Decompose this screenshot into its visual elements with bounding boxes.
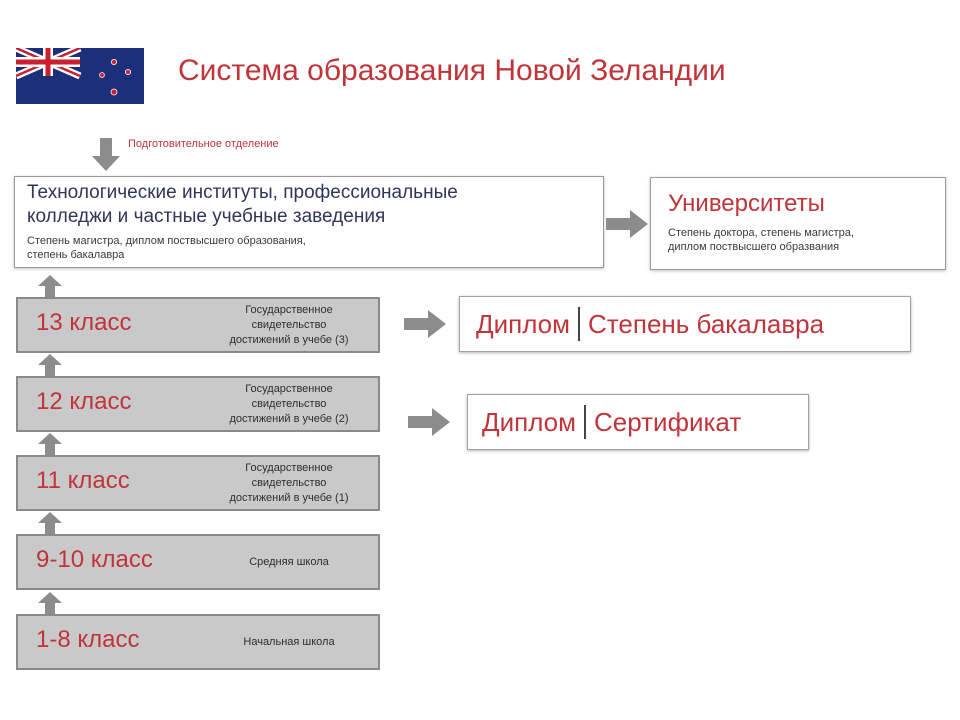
grade-label: 9-10 класс [36, 546, 153, 573]
grade-label: 12 класс [36, 388, 132, 415]
institutes-title-line: колледжи и частные учебные заведения [27, 206, 386, 227]
outcome-diploma: Диплом [482, 406, 577, 437]
grade-certificate: Государственное свидетельство достижений… [204, 382, 374, 427]
right-arrow-icon [408, 408, 450, 436]
universities-degree-line: диплом поствысшего образвания [668, 241, 840, 253]
grade-certificate-line: Государственное [245, 304, 333, 316]
grade-certificate-line: достижений в учебе (1) [229, 492, 349, 504]
grade-certificate-line: свидетельство [251, 477, 327, 489]
universities-degrees: Степень доктора, степень магистра, дипло… [668, 226, 854, 254]
outcome-divider [584, 405, 587, 439]
down-arrow-icon [92, 138, 120, 171]
up-arrow-icon [38, 512, 62, 534]
grade-9-10-box: 9-10 класс Средняя школа [16, 534, 380, 590]
page-title: Система образования Новой Зеландии [178, 54, 726, 87]
grade-school-type: Средняя школа [249, 556, 329, 568]
outcome-diploma: Диплом [476, 308, 571, 339]
outcome-bachelor-degree: Степень бакалавра [588, 308, 825, 339]
institutes-degrees: Степень магистра, диплом поствысшего обр… [27, 234, 306, 262]
outcome-certificate: Сертификат [594, 406, 742, 437]
outcome-divider [578, 307, 581, 341]
grade-label: 1-8 класс [36, 626, 140, 653]
grade-12-outcome-box: Диплом Сертификат [467, 394, 809, 450]
prep-department-label: Подготовительное отделение [128, 138, 279, 150]
grade-school-type: Начальная школа [243, 636, 335, 648]
grade-certificate: Государственное свидетельство достижений… [204, 461, 374, 506]
institutes-degree-line: Степень магистра, диплом поствысшего обр… [27, 235, 306, 247]
universities-degree-line: Степень доктора, степень магистра, [668, 227, 854, 239]
grade-13-outcome-box: Диплом Степень бакалавра [459, 296, 911, 352]
right-arrow-icon [404, 310, 446, 338]
grade-label: 13 класс [36, 309, 132, 336]
institutes-box: Технологические институты, профессиональ… [14, 176, 604, 268]
up-arrow-icon [38, 275, 62, 297]
grade-certificate-line: свидетельство [251, 319, 327, 331]
grade-label: 11 класс [36, 467, 130, 494]
institutes-title-line: Технологические институты, профессиональ… [27, 182, 458, 203]
grade-certificate-line: достижений в учебе (3) [229, 334, 349, 346]
institutes-title: Технологические институты, профессиональ… [27, 181, 458, 229]
right-arrow-icon [606, 210, 648, 238]
up-arrow-icon [38, 433, 62, 455]
up-arrow-icon [38, 592, 62, 614]
grade-certificate: Государственное свидетельство достижений… [204, 303, 374, 348]
grade-certificate-line: свидетельство [251, 398, 327, 410]
grade-13-box: 13 класс Государственное свидетельство д… [16, 297, 380, 353]
grade-certificate-line: Государственное [245, 462, 333, 474]
universities-box: Университеты Степень доктора, степень ма… [650, 177, 946, 270]
universities-title: Университеты [668, 190, 825, 217]
grade-1-8-box: 1-8 класс Начальная школа [16, 614, 380, 670]
up-arrow-icon [38, 354, 62, 376]
grade-certificate-line: Государственное [245, 383, 333, 395]
institutes-degree-line: степень бакалавра [27, 249, 125, 261]
grade-certificate-line: достижений в учебе (2) [229, 413, 349, 425]
grade-11-box: 11 класс Государственное свидетельство д… [16, 455, 380, 511]
grade-12-box: 12 класс Государственное свидетельство д… [16, 376, 380, 432]
new-zealand-flag-icon [16, 48, 144, 104]
